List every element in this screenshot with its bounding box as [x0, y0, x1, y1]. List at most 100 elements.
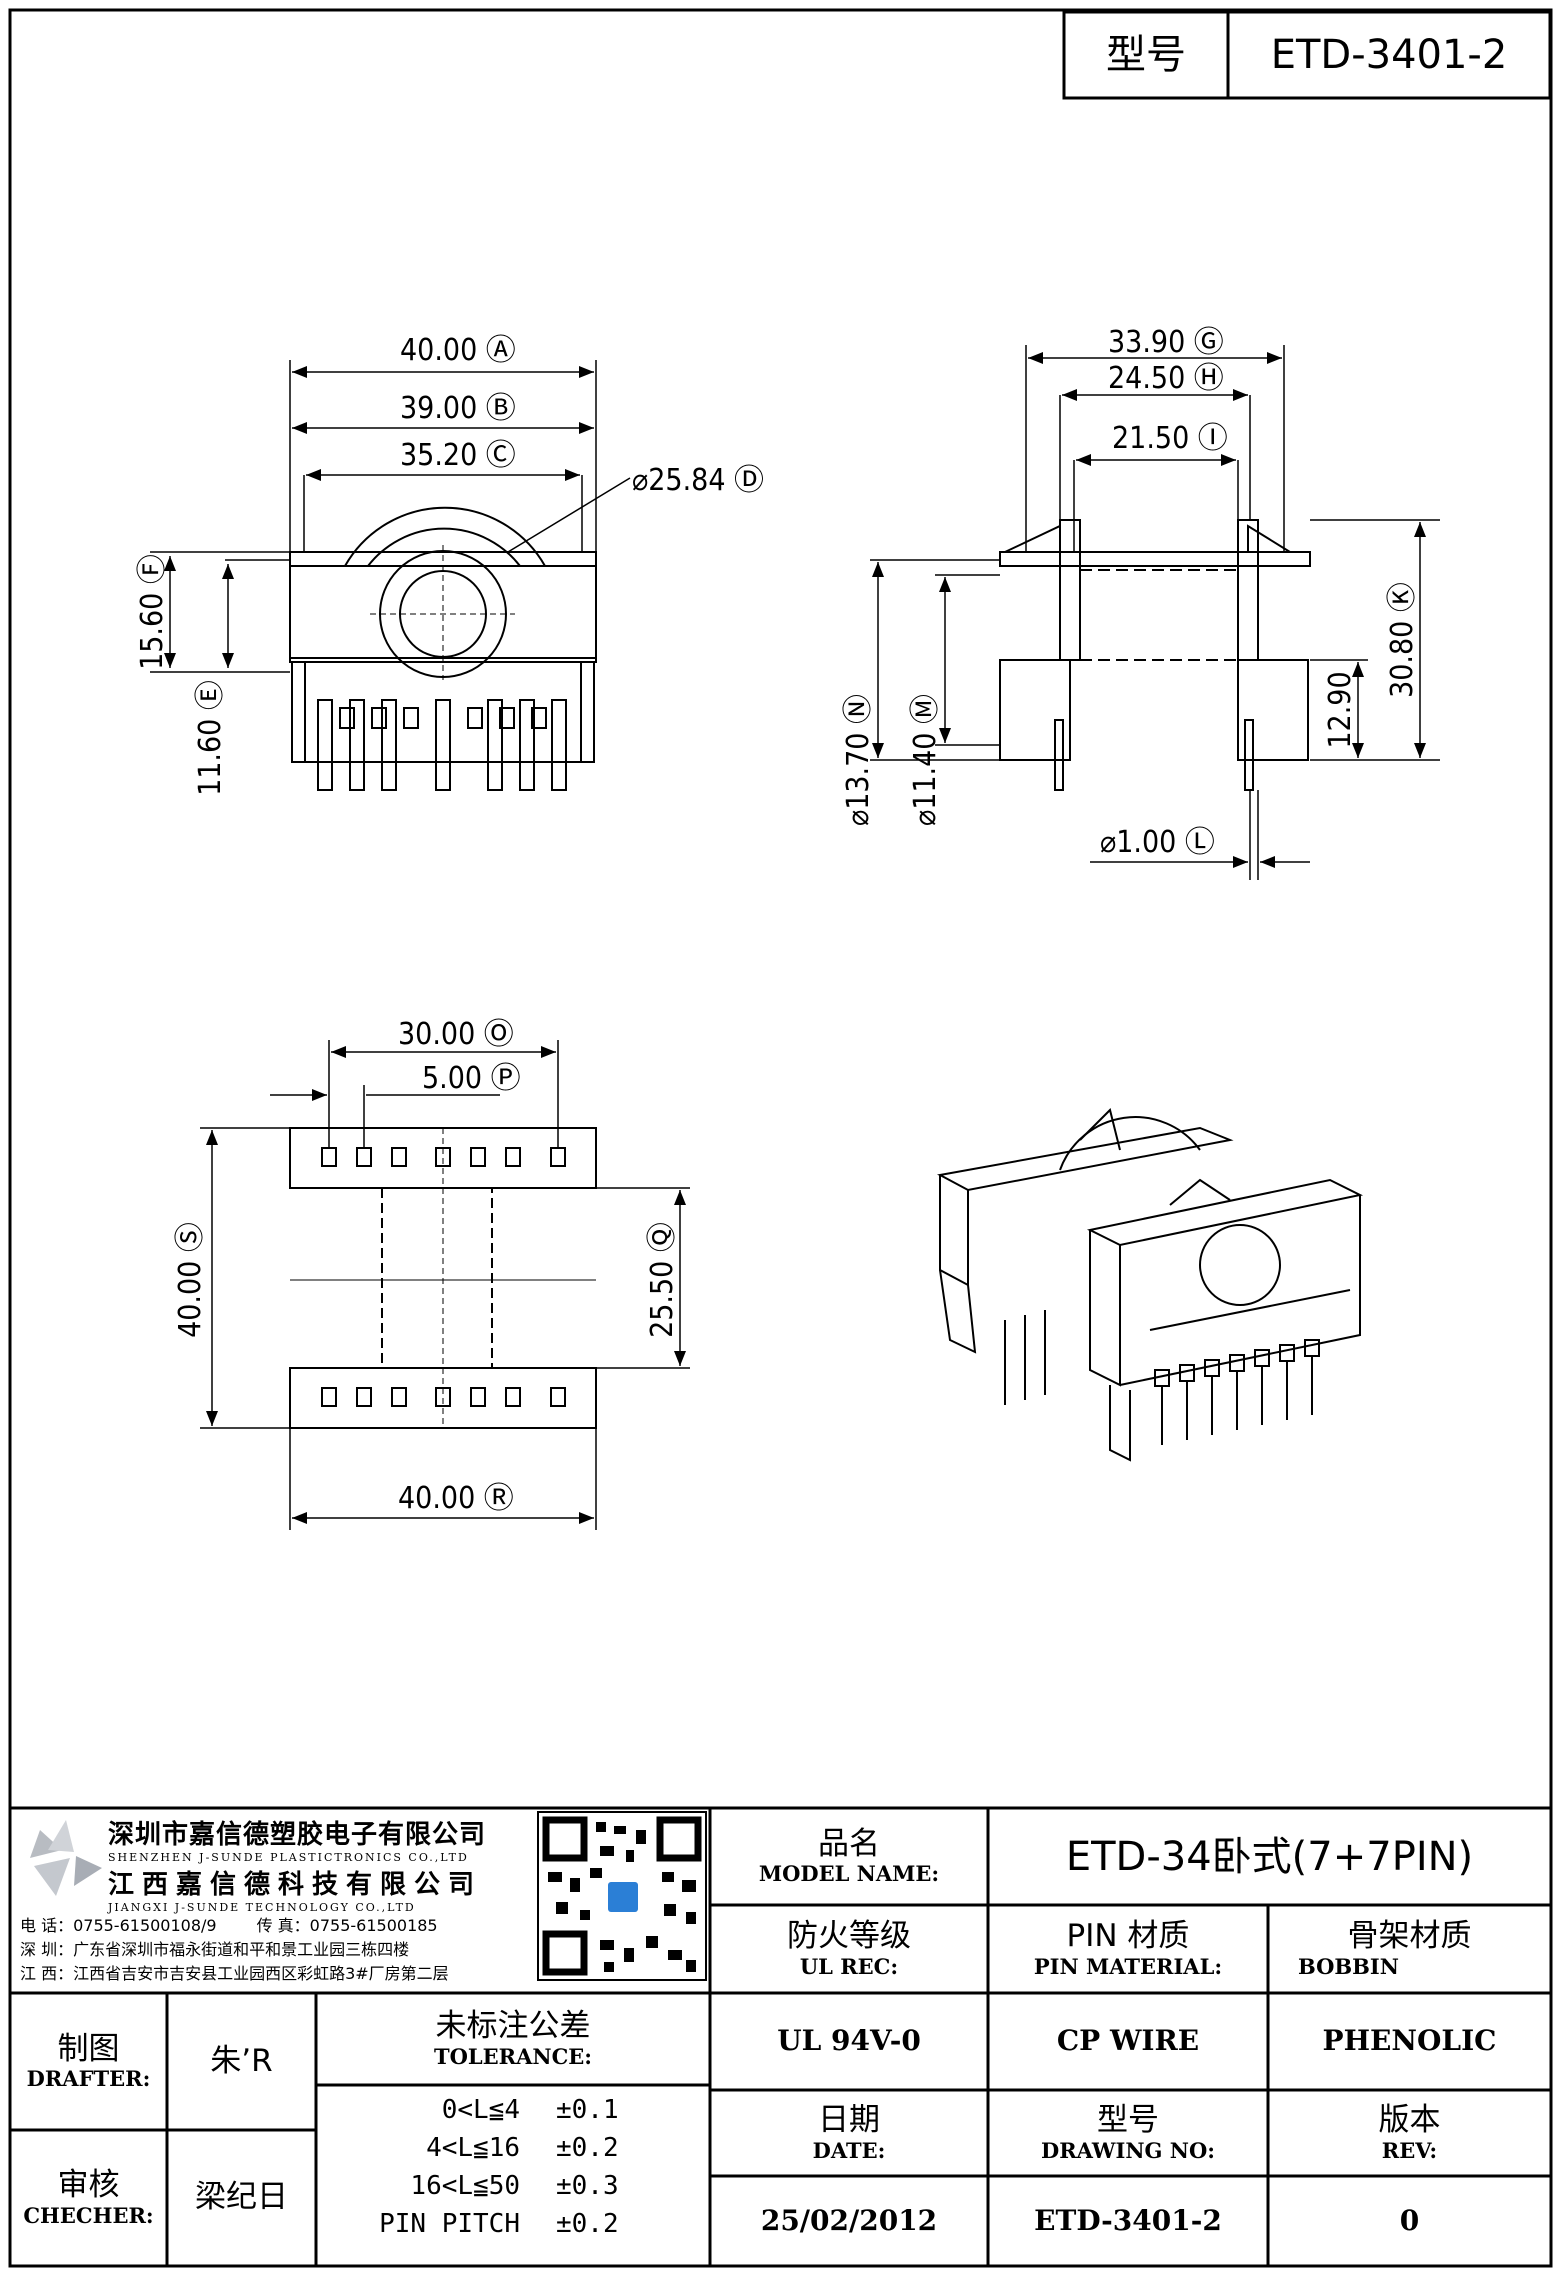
company-tel: 电 话：0755-61500108/9	[20, 1916, 217, 1935]
dim-A-text: 40.00 Ⓐ	[400, 333, 516, 368]
date-label-zh: 日期	[818, 2102, 880, 2139]
bobbin-label-zh: 骨架材质	[1347, 1918, 1472, 1955]
title-block-grid	[8, 1806, 1553, 2268]
drafter-label-zh: 制图	[57, 2030, 120, 2067]
rev-value: 0	[1399, 2203, 1420, 2237]
front-dims	[150, 360, 631, 673]
iso-pins	[1004, 1310, 1320, 1445]
front-pins	[317, 699, 567, 791]
company-name-sz-en: SHENZHEN J-SUNDE PLASTICTRONICS CO.,LTD	[108, 1851, 469, 1864]
tolerance-row: 0<L≦4 ±0.1	[316, 2095, 710, 2133]
dim-H-text: 24.50 Ⓗ	[1108, 361, 1224, 396]
drafter-label-en: DRAFTER:	[26, 2066, 151, 2092]
model-name-label-en: MODEL NAME:	[758, 1861, 940, 1887]
dim-J-text: 12.90	[1323, 671, 1358, 748]
checker-value: 梁纪日	[195, 2179, 288, 2216]
dim-K-text: 30.80 Ⓚ	[1385, 582, 1420, 698]
dim-C-text: 35.20 Ⓒ	[400, 438, 516, 473]
dim-I-text: 21.50 Ⓘ	[1112, 421, 1228, 456]
tolerance-value: ±0.2	[556, 2209, 619, 2239]
dim-E-text: 11.60 Ⓔ	[193, 680, 228, 796]
pin-material-value: CP WIRE	[1056, 2024, 1200, 2058]
bottom-pins	[321, 1147, 566, 1407]
tolerance-row: PIN PITCH ±0.2	[316, 2209, 710, 2247]
rev-label: 版本 REV:	[1268, 2090, 1551, 2176]
checker-label: 审核 CHECHER:	[10, 2130, 167, 2266]
rev-label-en: REV:	[1381, 2137, 1438, 2163]
company-contact: 电 话：0755-61500108/9 传 真：0755-61500185 深 …	[20, 1912, 536, 1984]
model-name-label: 品名 MODEL NAME:	[710, 1808, 988, 1905]
bobbin-label-en: BOBBIN	[1298, 1953, 1399, 1979]
dimension-labels: 40.00 Ⓐ 39.00 Ⓑ 35.20 Ⓒ ⌀25.84 Ⓓ 15.60 Ⓕ…	[135, 325, 1420, 1516]
pin-material-label-zh: PIN 材质	[1066, 1918, 1190, 1955]
company-logo	[30, 1820, 102, 1896]
dim-B-text: 39.00 Ⓑ	[400, 391, 516, 426]
dim-R-text: 40.00 Ⓡ	[398, 1481, 514, 1516]
date-label-en: DATE:	[812, 2137, 886, 2163]
date-label: 日期 DATE:	[710, 2090, 988, 2176]
bottom-view	[289, 1127, 597, 1429]
ul-label-en: UL REC:	[799, 1953, 899, 1979]
dim-G-text: 33.90 Ⓖ	[1108, 325, 1224, 360]
checker-label-zh: 审核	[57, 2167, 120, 2204]
drawing-no-value: ETD-3401-2	[1034, 2203, 1222, 2237]
tolerance-value: ±0.1	[556, 2095, 619, 2125]
isometric-view	[936, 1108, 1364, 1462]
front-view	[289, 506, 597, 791]
dim-P-text: 5.00 Ⓟ	[422, 1061, 521, 1096]
header-model-value: ETD-3401-2	[1270, 32, 1508, 78]
dim-D-text: ⌀25.84 Ⓓ	[632, 463, 764, 498]
header-box	[1062, 10, 1552, 100]
tolerance-range: 0<L≦4	[441, 2095, 520, 2125]
dim-L-text: ⌀1.00 Ⓛ	[1100, 825, 1215, 860]
tolerance-range: 16<L≦50	[410, 2171, 520, 2201]
side-dims	[870, 345, 1440, 880]
side-view	[999, 519, 1311, 791]
tolerance-label: 未标注公差 TOLERANCE:	[316, 1993, 710, 2085]
date-value: 25/02/2012	[760, 2203, 938, 2237]
bobbin-value: PHENOLIC	[1322, 2024, 1497, 2058]
tolerance-range: PIN PITCH	[379, 2209, 520, 2239]
dim-M-text: ⌀11.40 Ⓜ	[908, 694, 943, 826]
checker-label-en: CHECHER:	[23, 2202, 154, 2228]
header-model-label: 型号	[1106, 32, 1186, 78]
dim-N-text: ⌀13.70 Ⓝ	[841, 694, 876, 826]
tolerance-row: 16<L≦50 ±0.3	[316, 2171, 710, 2209]
company-address-sz: 深 圳：广东省深圳市福永街道和平和景工业园三栋四楼	[20, 1940, 410, 1959]
dim-S-text: 40.00 Ⓢ	[173, 1222, 208, 1338]
drafter-value: 朱’R	[210, 2042, 273, 2079]
tolerance-value: ±0.3	[556, 2171, 619, 2201]
pin-material-label-en: PIN MATERIAL:	[1033, 1953, 1223, 1979]
ul-label-zh: 防火等级	[787, 1918, 911, 1955]
tolerance-label-en: TOLERANCE:	[433, 2043, 593, 2069]
tolerance-row: 4<L≦16 ±0.2	[316, 2133, 710, 2171]
pin-material-label: PIN 材质 PIN MATERIAL:	[988, 1905, 1268, 1993]
company-name-jx-en: JIANGXI J-SUNDE TECHNOLOGY CO.,LTD	[108, 1901, 416, 1914]
tolerance-table: 0<L≦4 ±0.1 4<L≦16 ±0.2 16<L≦50 ±0.3 PIN …	[316, 2085, 710, 2266]
drawing-no-label-zh: 型号	[1097, 2102, 1159, 2139]
tolerance-range: 4<L≦16	[426, 2133, 520, 2163]
dim-Q-text: 25.50 Ⓠ	[645, 1222, 680, 1338]
dim-O-text: 30.00 Ⓞ	[398, 1017, 514, 1052]
company-fax: 传 真：0755-61500185	[256, 1916, 438, 1935]
drawing-no-label-en: DRAWING NO:	[1041, 2137, 1215, 2163]
rev-label-zh: 版本	[1378, 2102, 1441, 2139]
drafter-label: 制图 DRAFTER:	[10, 1993, 167, 2130]
bobbin-label: 骨架材质 BOBBIN	[1268, 1905, 1551, 1993]
company-name-sz: 深圳市嘉信德塑胶电子有限公司	[108, 1820, 487, 1850]
tolerance-label-zh: 未标注公差	[435, 2008, 591, 2045]
company-address-jx: 江 西：江西省吉安市吉安县工业园西区彩虹路3#厂房第二层	[20, 1964, 449, 1983]
company-name-jx: 江西嘉信德科技有限公司	[108, 1870, 483, 1900]
company-info: 深圳市嘉信德塑胶电子有限公司 SHENZHEN J-SUNDE PLASTICT…	[108, 1814, 536, 1914]
ul-value: UL 94V-0	[777, 2024, 921, 2058]
ul-label: 防火等级 UL REC:	[710, 1905, 988, 1993]
tolerance-value: ±0.2	[556, 2133, 619, 2163]
model-name-value: ETD-34卧式(7+7PIN)	[1065, 1833, 1474, 1880]
dim-F-text: 15.60 Ⓕ	[135, 554, 170, 670]
bottom-dims	[200, 1040, 690, 1530]
qr-code	[537, 1811, 707, 1981]
model-name-label-zh: 品名	[818, 1825, 880, 1862]
drawing-no-label: 型号 DRAWING NO:	[988, 2090, 1268, 2176]
